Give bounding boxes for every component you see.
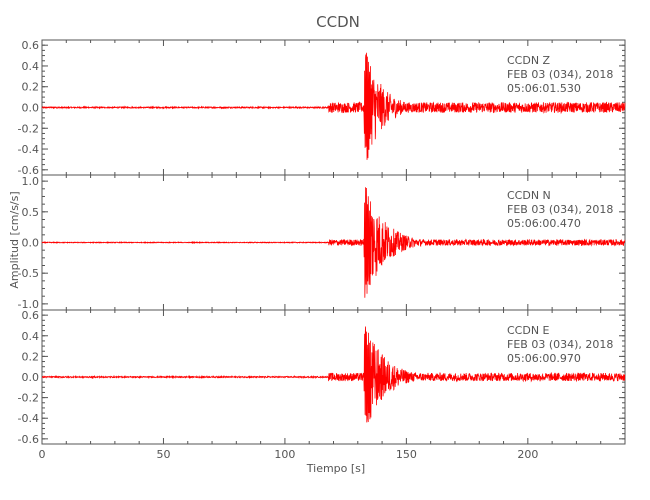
x-tick-label: 0 bbox=[39, 448, 46, 461]
y-tick-label: 0.4 bbox=[22, 60, 40, 73]
y-tick-label: 1.0 bbox=[22, 175, 40, 188]
y-tick-label: 0.0 bbox=[22, 102, 40, 115]
y-tick-label: -0.6 bbox=[18, 164, 39, 177]
y-tick-label: -0.2 bbox=[18, 122, 39, 135]
waveform-e bbox=[41, 326, 626, 423]
y-tick-label: -0.4 bbox=[18, 412, 39, 425]
date-label: FEB 03 (034), 2018 bbox=[507, 338, 613, 351]
chart-title: CCDN bbox=[316, 13, 360, 31]
y-tick-label: 0.0 bbox=[22, 371, 40, 384]
station-component-label: CCDN N bbox=[507, 189, 551, 202]
y-tick-label: -1.0 bbox=[18, 298, 39, 311]
y-tick-label: -0.4 bbox=[18, 143, 39, 156]
station-component-label: CCDN E bbox=[507, 324, 550, 337]
x-tick-label: 200 bbox=[517, 448, 538, 461]
time-label: 05:06:00.970 bbox=[507, 352, 581, 365]
y-axis-label: Amplitud [cm/s/s] bbox=[8, 191, 21, 288]
date-label: FEB 03 (034), 2018 bbox=[507, 203, 613, 216]
waveform-n bbox=[41, 187, 626, 298]
date-label: FEB 03 (034), 2018 bbox=[507, 68, 613, 81]
y-tick-label: 0.2 bbox=[22, 81, 40, 94]
y-tick-label: -0.6 bbox=[18, 433, 39, 446]
x-tick-label: 50 bbox=[156, 448, 170, 461]
x-axis-label: Tiempo [s] bbox=[306, 462, 365, 475]
y-tick-label: 0.2 bbox=[22, 350, 40, 363]
x-tick-label: 100 bbox=[274, 448, 295, 461]
station-component-label: CCDN Z bbox=[507, 54, 551, 67]
x-tick-label: 150 bbox=[396, 448, 417, 461]
time-label: 05:06:00.470 bbox=[507, 217, 581, 230]
waveform-z bbox=[41, 52, 626, 160]
y-tick-label: 0.6 bbox=[22, 39, 40, 52]
y-tick-label: -0.2 bbox=[18, 392, 39, 405]
y-tick-label: 0.4 bbox=[22, 330, 40, 343]
y-tick-label: 0.0 bbox=[22, 237, 40, 250]
y-tick-label: -0.5 bbox=[18, 267, 39, 280]
y-tick-label: 0.5 bbox=[22, 206, 40, 219]
y-tick-label: 0.6 bbox=[22, 309, 40, 322]
time-label: 05:06:01.530 bbox=[507, 82, 581, 95]
